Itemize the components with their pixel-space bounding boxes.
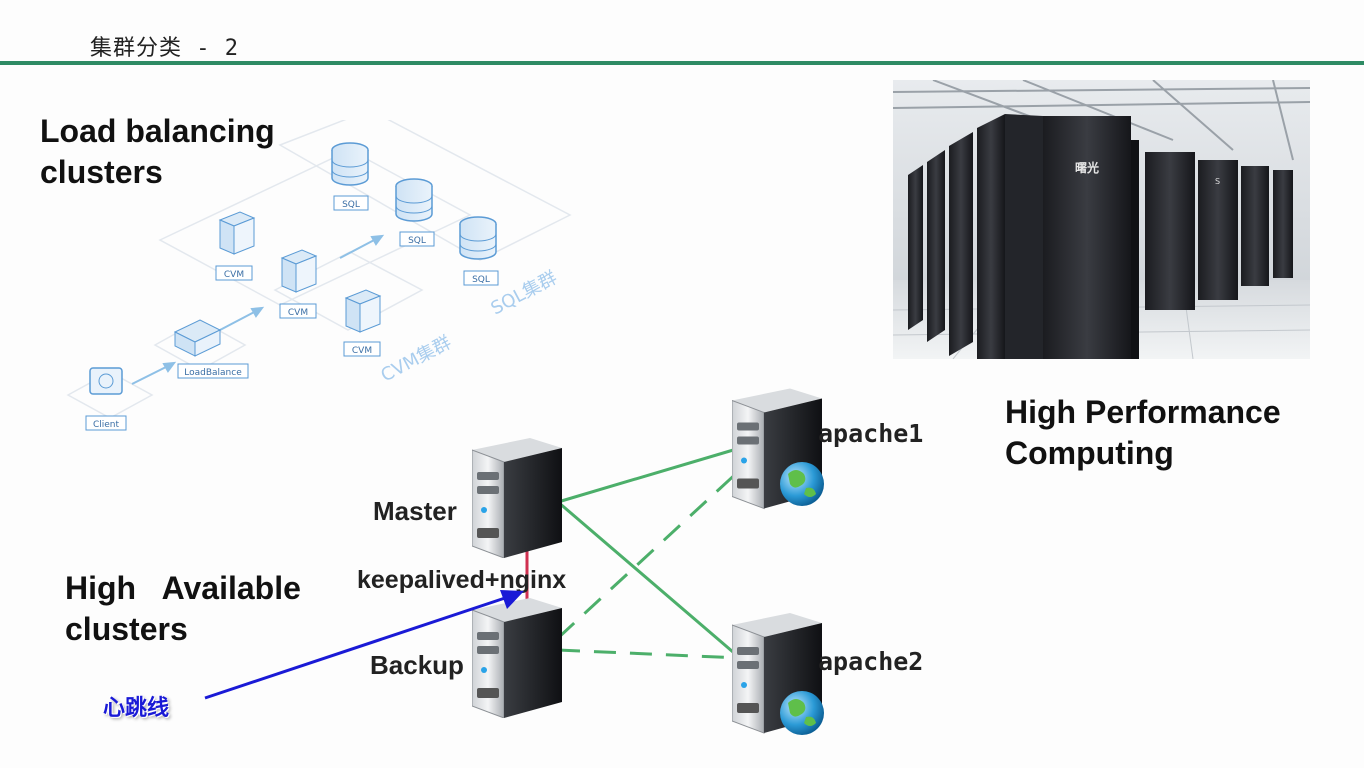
header-divider (0, 61, 1364, 65)
backup-apache2-standby-link (557, 648, 741, 660)
load-balancing-title-line1: Load balancing (40, 113, 275, 149)
svg-text:S: S (1215, 177, 1220, 186)
backup-label: Backup (370, 650, 464, 680)
ha-title-line1: High Available (65, 570, 301, 606)
hpc-title-line1: High Performance (1005, 394, 1281, 430)
sql-node-2: SQL (395, 178, 435, 247)
cvm-label-1: CVM (224, 270, 244, 280)
master-label: Master (373, 496, 457, 526)
backup-server-icon (472, 598, 562, 718)
client-label: Client (93, 420, 120, 430)
apache2-label: apache2 (818, 647, 923, 676)
master-server-icon (472, 438, 562, 558)
client-node: Client (85, 367, 127, 431)
loadbalance-node: LoadBalance (173, 319, 249, 379)
slide-title: 集群分类 - 2 (90, 36, 239, 61)
apache1-label: apache1 (818, 419, 923, 448)
master-apache2-link (557, 500, 741, 660)
sql-node-1: SQL (331, 142, 369, 211)
cvm-node-3: CVM (343, 289, 382, 357)
sql-label-1: SQL (342, 200, 360, 210)
cvm-label-2: CVM (288, 308, 308, 318)
master-apache1-link (557, 446, 741, 504)
cvm-label-3: CVM (352, 346, 372, 356)
loadbalance-label: LoadBalance (184, 368, 242, 378)
sql-node-3: SQL (459, 216, 499, 286)
ha-cluster-diagram: Master keepalived+nginx Backup apache1 a… (357, 387, 923, 735)
cvm-node-1: CVM (215, 211, 256, 281)
ha-title: High Available clusters (65, 568, 301, 650)
load-balancing-title-line2: clusters (40, 154, 163, 190)
heartbeat-label: 心跳线 (103, 696, 170, 721)
cvm-node-2: CVM (279, 249, 318, 319)
ha-title-line2: clusters (65, 611, 188, 647)
rack-brand-label: 曙光 (1075, 160, 1099, 175)
backup-apache1-standby-link (556, 468, 742, 640)
keepalived-nginx-label: keepalived+nginx (357, 566, 566, 594)
load-balancing-title: Load balancing clusters (40, 111, 275, 193)
load-balancing-diagram: Client LoadBalance CVM CVM CVM SQL (66, 120, 572, 431)
hpc-server-room-photo: 曙光 S (893, 80, 1310, 359)
hpc-title-line2: Computing (1005, 435, 1174, 471)
sql-label-2: SQL (408, 236, 426, 246)
hpc-title: High Performance Computing (1005, 392, 1281, 474)
sql-label-3: SQL (472, 275, 490, 285)
